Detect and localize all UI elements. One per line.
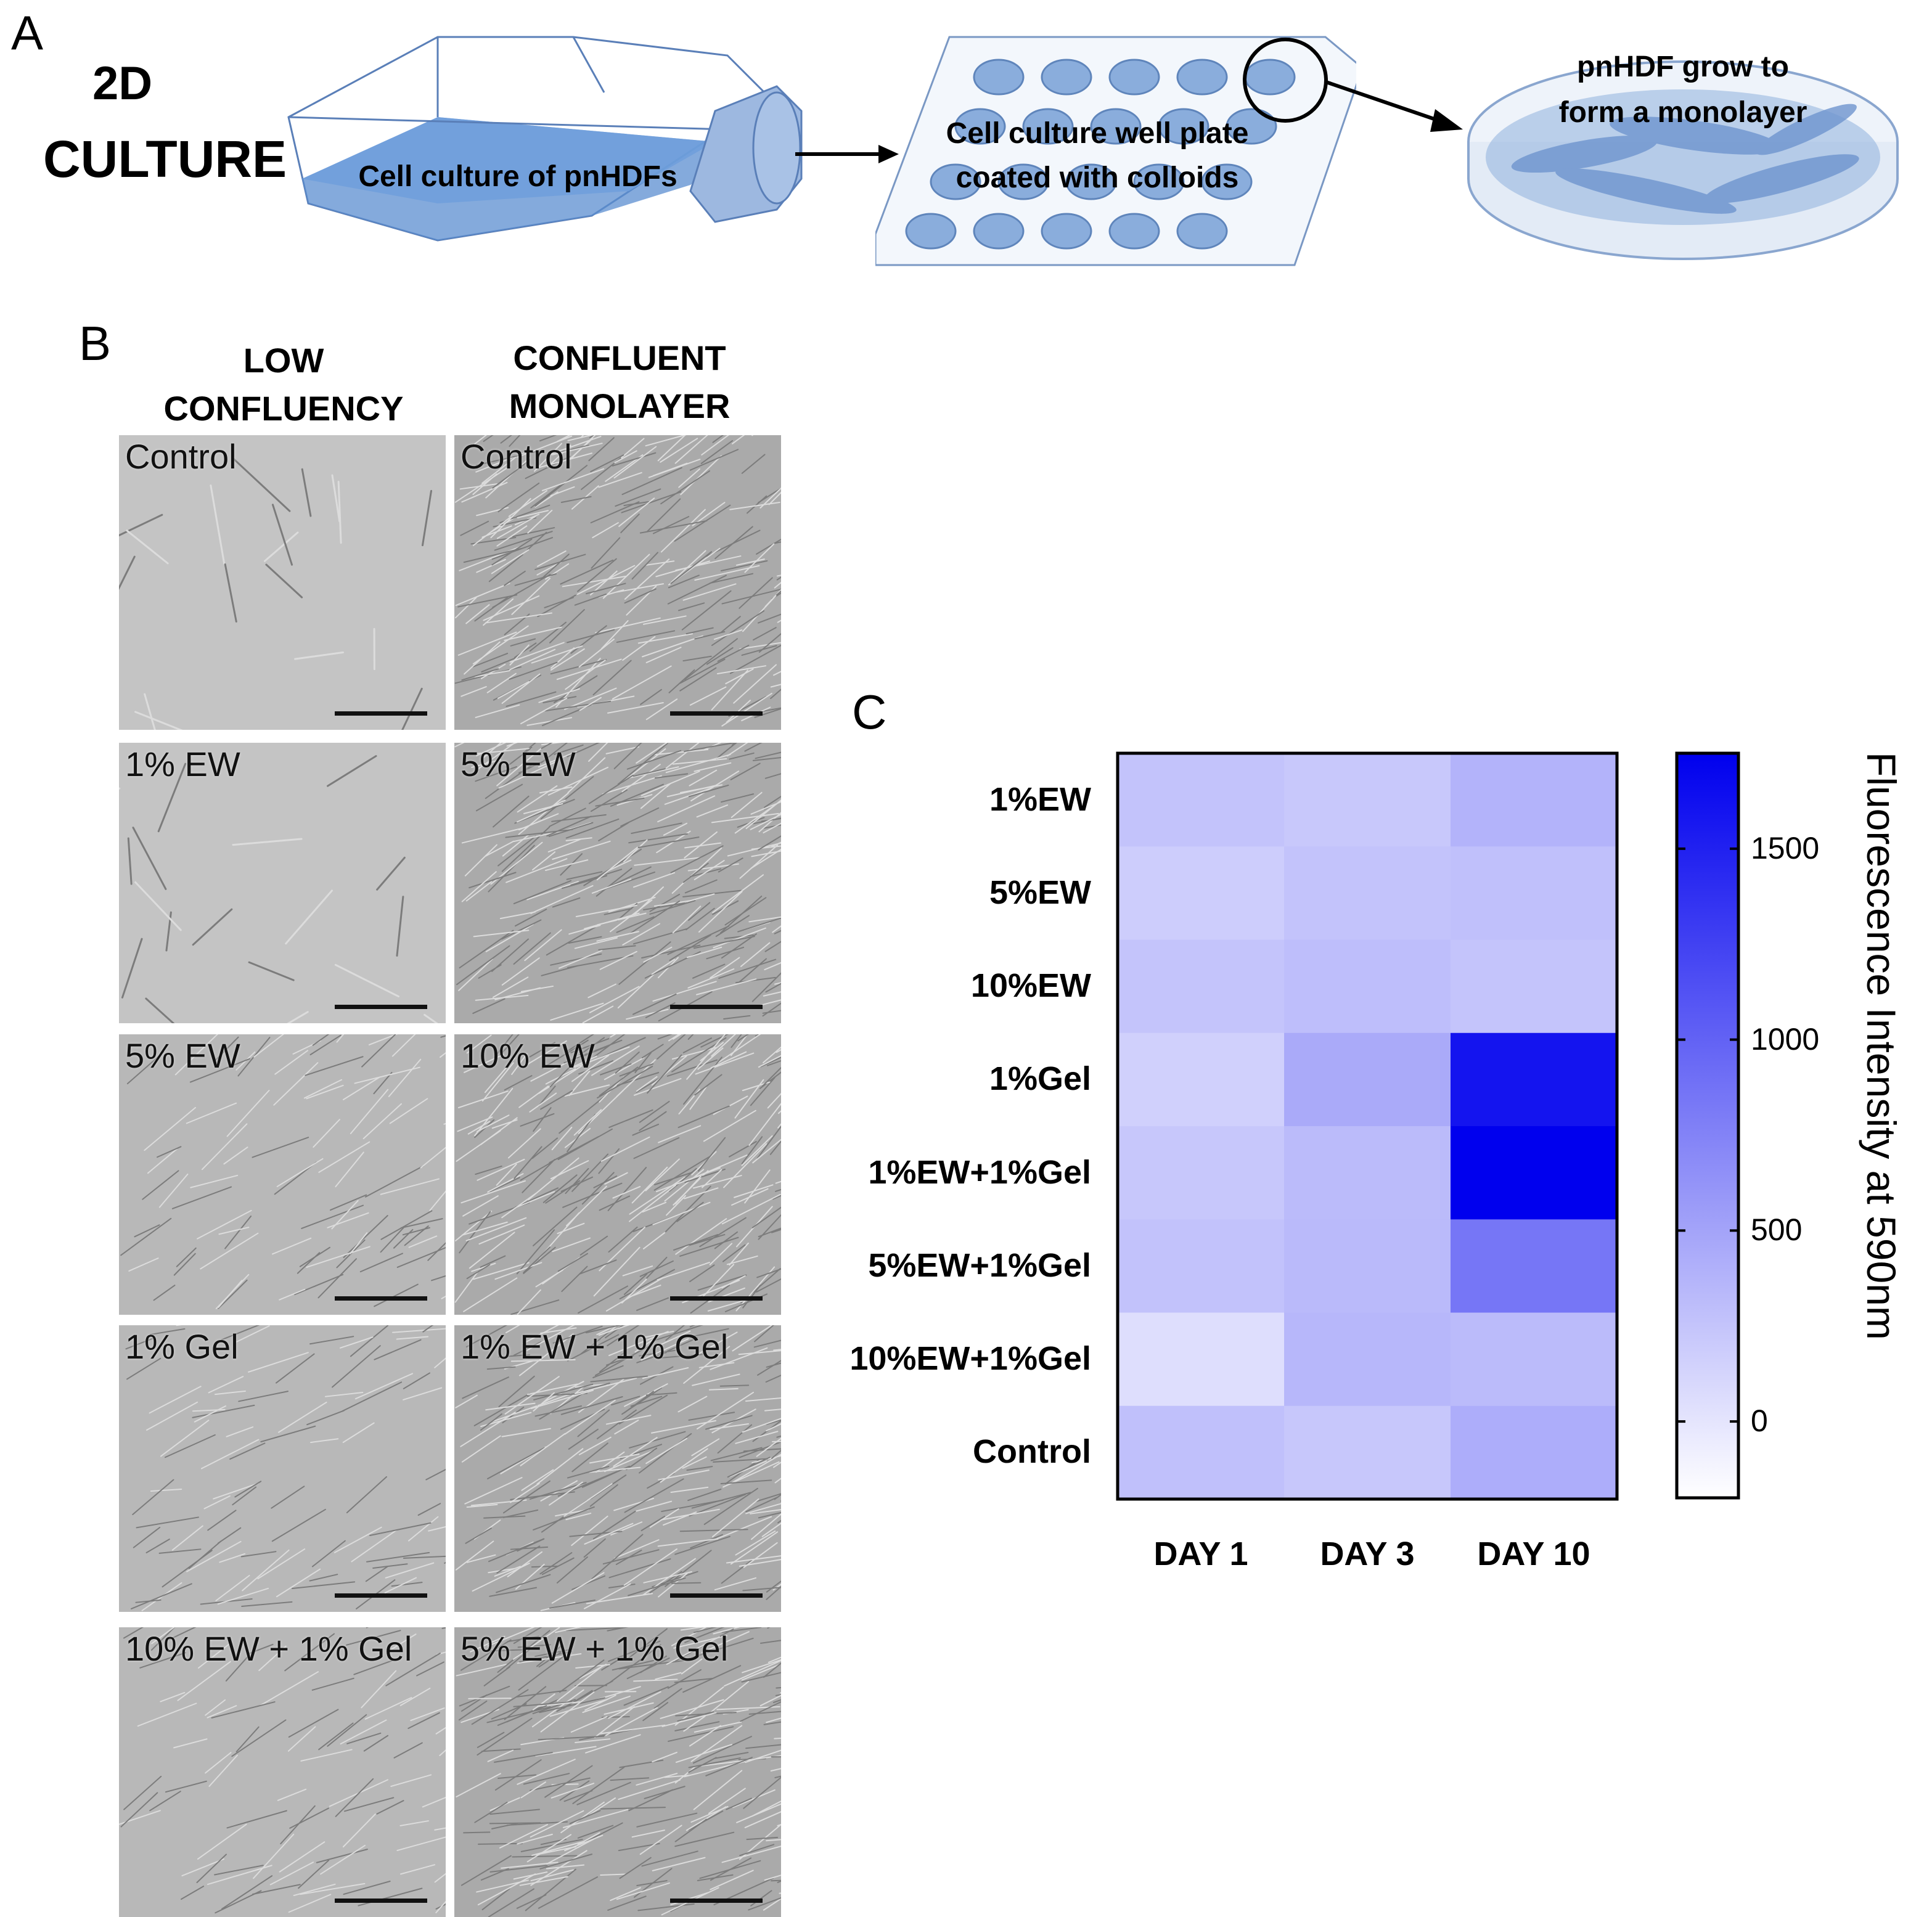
heatmap-cell (1284, 1126, 1451, 1220)
heatmap-cell (1284, 1406, 1451, 1500)
heatmap-cell (1284, 1219, 1451, 1313)
heatmap-cell (1451, 1219, 1618, 1313)
heatmap-cell (1284, 940, 1451, 1034)
heatmap-cell (1118, 753, 1285, 847)
heatmap-cell (1284, 1033, 1451, 1127)
heatmap-cell (1451, 940, 1618, 1034)
heatmap-cell (1451, 1126, 1618, 1220)
row-label: 1%Gel (771, 1060, 1091, 1098)
heatmap-cell (1118, 940, 1285, 1034)
colorbar-tick-label: 0 (1751, 1403, 1768, 1439)
row-label: Control (771, 1433, 1091, 1471)
heatmap-cell (1284, 753, 1451, 847)
heatmap-cell (1118, 1033, 1285, 1127)
row-label: 1%EW+1%Gel (771, 1153, 1091, 1191)
colorbar-label: Fluorescence Intensity at 590nm (1858, 752, 1905, 1340)
row-label: 5%EW+1%Gel (771, 1246, 1091, 1285)
heatmap-cell (1118, 1126, 1285, 1220)
heatmap-cell (1284, 846, 1451, 940)
column-label: DAY 10 (1451, 1535, 1617, 1573)
heatmap-cell (1451, 846, 1618, 940)
colorbar-tick-label: 500 (1751, 1212, 1802, 1248)
heatmap-cell (1118, 1313, 1285, 1407)
colorbar (1677, 753, 1738, 1498)
colorbar-tick-label: 1000 (1751, 1021, 1819, 1057)
row-label: 5%EW (771, 873, 1091, 912)
heatmap-cell (1451, 1033, 1618, 1127)
column-label: DAY 3 (1284, 1535, 1451, 1573)
heatmap-cell (1451, 1406, 1618, 1500)
heatmap-cell (1284, 1313, 1451, 1407)
heatmap-cell (1451, 753, 1618, 847)
heatmap-cell (1451, 1313, 1618, 1407)
heatmap-cell (1118, 1219, 1285, 1313)
heatmap-cell (1118, 1406, 1285, 1500)
row-label: 10%EW (771, 967, 1091, 1005)
colorbar-tick-label: 1500 (1751, 830, 1819, 866)
column-label: DAY 1 (1118, 1535, 1284, 1573)
heatmap-cell (1118, 846, 1285, 940)
row-label: 10%EW+1%Gel (771, 1339, 1091, 1378)
row-label: 1%EW (771, 780, 1091, 819)
